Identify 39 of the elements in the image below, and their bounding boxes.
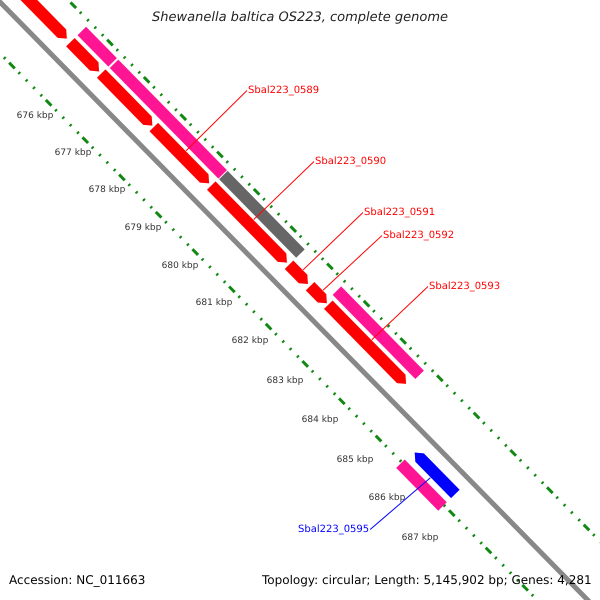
leader-line — [253, 161, 314, 220]
leader-line — [302, 212, 364, 270]
gene-block — [284, 260, 308, 284]
gene-block — [324, 300, 406, 384]
gene-bar — [219, 170, 305, 258]
footer-text: Accession: NC_011663 — [9, 573, 146, 587]
tick-label: 681 kbp — [196, 298, 232, 308]
gene-label: Sbal223_0591 — [364, 207, 436, 218]
tick-label: 678 kbp — [88, 185, 126, 195]
gene-block — [96, 69, 152, 126]
gene-label: Sbal223_0595 — [298, 524, 370, 535]
leader-line — [322, 235, 382, 291]
map-title: Shewanella baltica OS223, complete genome — [152, 10, 448, 25]
gene-block — [414, 452, 460, 498]
tick-label: 679 kbp — [124, 223, 162, 233]
tick-label: 686 kbp — [368, 493, 406, 503]
gene-block — [150, 122, 210, 184]
tick-label: 687 kbp — [402, 533, 438, 543]
tick-label: 680 kbp — [162, 261, 198, 271]
gene-bar — [78, 26, 117, 67]
gene-label: Sbal223_0593 — [429, 281, 500, 292]
tick-label: 676 kbp — [16, 111, 54, 121]
leader-line — [370, 477, 431, 530]
footer-text: Topology: circular; Length: 5,145,902 bp; Genes: 4,281 — [262, 573, 592, 587]
gene-block — [66, 38, 100, 72]
tick-label: 682 kbp — [232, 336, 268, 346]
gene-block — [306, 282, 327, 304]
gene-bar — [110, 60, 227, 179]
gene-label: Sbal223_0592 — [383, 230, 454, 241]
tick-label: 677 kbp — [54, 148, 92, 158]
gene-label: Sbal223_0590 — [315, 156, 386, 167]
tick-label: 683 kbp — [266, 376, 304, 386]
tick-label: 685 kbp — [336, 455, 374, 465]
leader-line — [371, 286, 428, 340]
gene-bar — [332, 286, 424, 379]
leader-line — [186, 90, 248, 152]
gene-block — [206, 181, 287, 263]
tick-label: 684 kbp — [302, 415, 338, 425]
gene-label: Sbal223_0589 — [248, 85, 320, 96]
